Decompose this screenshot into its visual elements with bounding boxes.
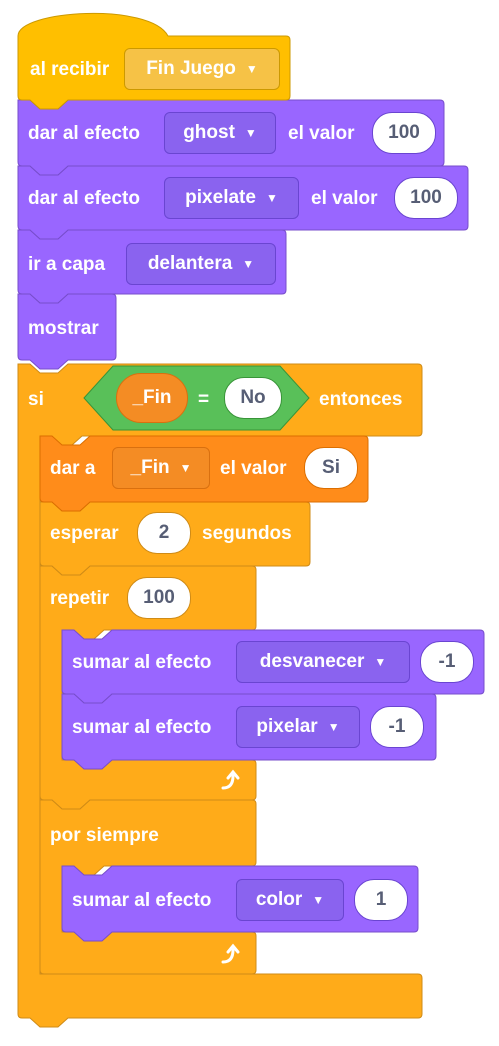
repeat-arrow-icon [221, 769, 240, 790]
effect-ghost-label: dar al efecto [28, 123, 140, 144]
change-color-effect-value: color [255, 889, 303, 910]
change-pixel-number-input[interactable]: -1 [370, 706, 424, 748]
repeat-label: repetir [50, 588, 110, 609]
effect-ghost-value-label: el valor [288, 123, 355, 144]
if-block-shape[interactable] [17, 363, 423, 1028]
wait-seconds-input[interactable]: 2 [137, 512, 191, 554]
if-label: si [28, 389, 44, 410]
variable-value: _Fin [130, 457, 170, 478]
repeat-times-input[interactable]: 100 [127, 577, 191, 619]
change-color-dropdown[interactable]: color ▼ [236, 879, 344, 921]
condition-value-input[interactable]: No [224, 377, 282, 419]
change-fade-dropdown[interactable]: desvanecer ▼ [236, 641, 410, 683]
show-label: mostrar [28, 318, 99, 339]
condition-variable-value: _Fin [132, 387, 172, 408]
forever-label: por siempre [50, 825, 159, 846]
chevron-down-icon: ▼ [374, 655, 387, 669]
change-fade-label: sumar al efecto [72, 652, 212, 673]
change-color-label: sumar al efecto [72, 890, 212, 911]
condition-variable-reporter[interactable]: _Fin [116, 373, 188, 423]
effect-pixelate-value-label: el valor [311, 188, 378, 209]
layer-label: ir a capa [28, 254, 106, 275]
condition-operator: = [198, 389, 210, 410]
set-variable-value-label: el valor [220, 458, 287, 479]
forever-arrow-icon [221, 943, 240, 964]
wait-unit-label: segundos [202, 523, 292, 544]
change-color-number-input[interactable]: 1 [354, 879, 408, 921]
chevron-down-icon: ▼ [265, 191, 278, 205]
variable-dropdown[interactable]: _Fin ▼ [112, 447, 210, 489]
change-pixel-effect-value: pixelar [256, 716, 318, 737]
change-fade-effect-value: desvanecer [259, 651, 365, 672]
change-fade-number-input[interactable]: -1 [420, 641, 474, 683]
effect-ghost-value: ghost [183, 122, 235, 143]
set-variable-label: dar a [50, 458, 96, 479]
chevron-down-icon: ▼ [179, 461, 192, 475]
effect-pixelate-dropdown[interactable]: pixelate ▼ [164, 177, 299, 219]
chevron-down-icon: ▼ [244, 126, 257, 140]
change-pixel-dropdown[interactable]: pixelar ▼ [236, 706, 360, 748]
chevron-down-icon: ▼ [242, 257, 255, 271]
effect-ghost-number-input[interactable]: 100 [372, 112, 436, 154]
layer-dropdown[interactable]: delantera ▼ [126, 243, 276, 285]
effect-pixelate-label: dar al efecto [28, 188, 140, 209]
message-value: Fin Juego [146, 58, 236, 79]
effect-pixelate-value: pixelate [185, 187, 256, 208]
effect-ghost-dropdown[interactable]: ghost ▼ [164, 112, 276, 154]
change-pixel-label: sumar al efecto [72, 717, 212, 738]
then-label: entonces [319, 389, 403, 410]
wait-label: esperar [50, 523, 119, 544]
effect-pixelate-number-input[interactable]: 100 [394, 177, 458, 219]
set-variable-value-input[interactable]: Si [304, 447, 358, 489]
chevron-down-icon: ▼ [327, 720, 340, 734]
event-label: al recibir [30, 59, 110, 80]
layer-value: delantera [147, 253, 233, 274]
message-dropdown[interactable]: Fin Juego ▼ [124, 48, 280, 90]
chevron-down-icon: ▼ [245, 62, 258, 76]
chevron-down-icon: ▼ [312, 893, 325, 907]
